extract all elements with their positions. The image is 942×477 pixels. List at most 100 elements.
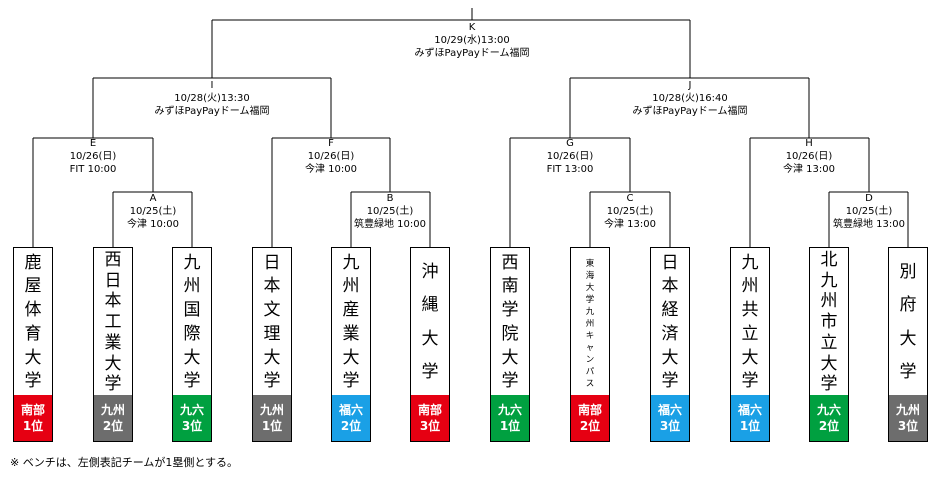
team-name: 西南学院大学 bbox=[491, 248, 529, 397]
seed-rank: 1位 bbox=[22, 419, 44, 433]
team-name-char: 府 bbox=[899, 295, 917, 316]
match-label: A bbox=[149, 193, 157, 204]
match-label: G bbox=[566, 138, 574, 149]
team-name: 九州産業大学 bbox=[332, 248, 370, 397]
team-name-char: 大 bbox=[899, 328, 917, 349]
team-name-char: 大 bbox=[501, 347, 519, 368]
team-name-char: 大 bbox=[741, 347, 759, 368]
match-date: 10/25(土) bbox=[845, 206, 893, 217]
match-label: I bbox=[210, 80, 214, 91]
team-name: 東海大学九州キャンパス bbox=[571, 248, 609, 399]
team-name-char: キ bbox=[585, 331, 595, 341]
team-name-char: 学 bbox=[421, 361, 439, 382]
team-name: 西日本工業大学 bbox=[94, 248, 132, 397]
team-name-char: 工 bbox=[104, 312, 122, 332]
match-h-info: H 10/26(日) 今津 13:00 bbox=[783, 137, 835, 176]
team-name-char: 西 bbox=[501, 252, 519, 273]
match-venue: 筑豊緑地 13:00 bbox=[833, 219, 905, 230]
team-name-char: 州 bbox=[183, 276, 201, 297]
seed-rank: 3位 bbox=[897, 419, 919, 433]
match-label: J bbox=[688, 80, 692, 91]
team-name-char: 済 bbox=[661, 323, 679, 344]
team-name-char: 大 bbox=[661, 347, 679, 368]
match-c-info: C 10/25(土) 今津 13:00 bbox=[604, 192, 656, 231]
team-name-char: 院 bbox=[501, 323, 519, 344]
team-name: 九州国際大学 bbox=[173, 248, 211, 397]
team-name-char: 海 bbox=[585, 271, 595, 281]
team-name-char: 本 bbox=[263, 276, 281, 297]
team-name-char: 文 bbox=[263, 300, 281, 321]
team-name: 別府大学 bbox=[889, 248, 927, 397]
team-name: 北九州市立大学 bbox=[810, 248, 848, 397]
team-name-char: ン bbox=[585, 355, 595, 365]
team-name-char: 学 bbox=[661, 371, 679, 392]
team-name-char: 大 bbox=[183, 347, 201, 368]
match-date: 10/26(日) bbox=[69, 151, 117, 162]
team-name-char: 沖 bbox=[421, 262, 439, 283]
team-name-char: パ bbox=[585, 367, 595, 377]
match-date: 10/28(火)13:30 bbox=[174, 93, 250, 104]
team-name-char: 本 bbox=[661, 276, 679, 297]
team-name-char: 本 bbox=[104, 291, 122, 312]
match-date: 10/28(火)16:40 bbox=[652, 93, 728, 104]
team-name-char: 州 bbox=[342, 276, 360, 297]
team-name: 日本経済大学 bbox=[651, 248, 689, 397]
team-name-char: 九 bbox=[741, 252, 759, 273]
seed-rank: 2位 bbox=[340, 419, 362, 433]
match-f-info: F 10/26(日) 今津 10:00 bbox=[305, 137, 357, 176]
match-label: F bbox=[328, 138, 334, 149]
team-name-char: ャ bbox=[585, 343, 595, 353]
team-name-char: 学 bbox=[741, 371, 759, 392]
team-name-char: 学 bbox=[24, 371, 42, 392]
team-name-char: 州 bbox=[585, 319, 595, 329]
team-name-char: 共 bbox=[741, 300, 759, 321]
match-venue: みずほPayPayドーム福岡 bbox=[414, 48, 530, 59]
team-name-char: 立 bbox=[741, 323, 759, 344]
seed-league: 南部 bbox=[20, 403, 45, 417]
team-name-char: ス bbox=[585, 379, 595, 389]
team-name-char: 東 bbox=[585, 259, 595, 269]
team-name-char: 育 bbox=[24, 323, 42, 344]
team-name-char: 学 bbox=[183, 371, 201, 392]
seed-rank: 1位 bbox=[739, 419, 761, 433]
team-name-char: 州 bbox=[741, 276, 759, 297]
team-name-char: 学 bbox=[104, 374, 122, 395]
seed-league: 九州 bbox=[100, 403, 125, 417]
match-venue: みずほPayPayドーム福岡 bbox=[154, 106, 270, 117]
seed-league: 九六 bbox=[816, 403, 841, 417]
team-name-char: 学 bbox=[263, 371, 281, 392]
team-name: 九州共立大学 bbox=[731, 248, 769, 397]
seed-rank: 3位 bbox=[181, 419, 203, 433]
team-name-char: 大 bbox=[342, 347, 360, 368]
team-box: 北九州市立大学九六 2位 bbox=[809, 247, 849, 442]
team-name-char: 九 bbox=[183, 252, 201, 273]
team-name-char: 大 bbox=[421, 328, 439, 349]
seed-rank: 2位 bbox=[579, 419, 601, 433]
match-e-info: E 10/26(日) FIT 10:00 bbox=[70, 137, 117, 176]
team-name-char: 九 bbox=[342, 252, 360, 273]
seed-rank: 2位 bbox=[818, 419, 840, 433]
team-name-char: 学 bbox=[342, 371, 360, 392]
team-name-char: 屋 bbox=[24, 276, 42, 297]
seed-rank: 1位 bbox=[499, 419, 521, 433]
match-i-info: I 10/28(火)13:30 みずほPayPayドーム福岡 bbox=[155, 79, 270, 118]
team-name-char: 大 bbox=[104, 353, 122, 374]
match-date: 10/26(日) bbox=[546, 151, 594, 162]
team-name-char: 国 bbox=[183, 300, 201, 321]
match-date: 10/25(土) bbox=[129, 206, 177, 217]
team-name-char: 日 bbox=[263, 252, 281, 273]
seed-badge: 南部 1位 bbox=[14, 395, 52, 441]
match-venue: みずほPayPayドーム福岡 bbox=[632, 106, 748, 117]
footnote: ※ ベンチは、左側表記チームが1塁側とする。 bbox=[10, 456, 239, 469]
team-name-char: 日 bbox=[661, 252, 679, 273]
match-date: 10/25(土) bbox=[366, 206, 414, 217]
